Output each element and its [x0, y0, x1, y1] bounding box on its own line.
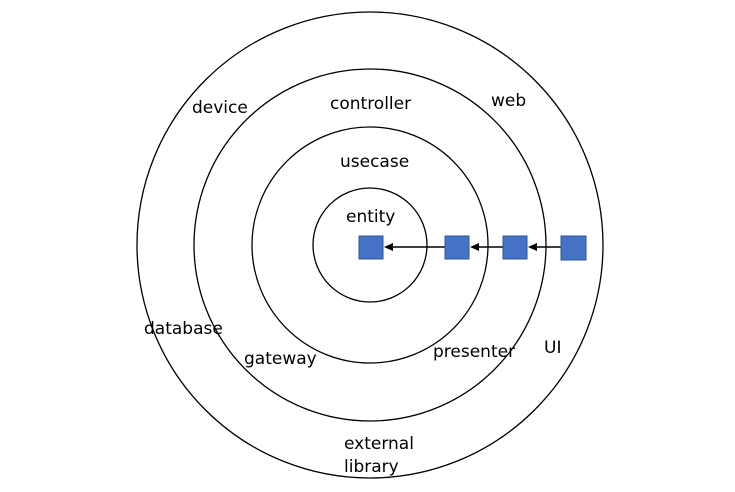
- outer-ring: [136, 11, 604, 479]
- label-database: database: [144, 319, 223, 339]
- interface-adapters-ring: [193, 68, 547, 422]
- label-usecase: usecase: [340, 152, 409, 172]
- entity-ring: [312, 187, 428, 303]
- label-device: device: [192, 98, 248, 118]
- arrow-head-adapter: [528, 243, 537, 251]
- usecase-ring: [251, 126, 489, 364]
- box-ui: [560, 235, 587, 261]
- label-external-line1: external: [344, 434, 414, 454]
- label-presenter: presenter: [433, 342, 515, 362]
- label-controller: controller: [330, 94, 411, 114]
- label-gateway: gateway: [244, 349, 317, 369]
- label-web: web: [491, 91, 526, 111]
- label-entity: entity: [346, 207, 395, 227]
- label-ui: UI: [544, 338, 561, 358]
- box-entity: [358, 235, 384, 260]
- label-external-line2: library: [344, 457, 399, 477]
- box-adapter: [502, 235, 528, 260]
- box-usecase: [444, 235, 470, 260]
- arrow-head-presenter: [470, 243, 479, 251]
- arrow-head-entity: [384, 243, 393, 251]
